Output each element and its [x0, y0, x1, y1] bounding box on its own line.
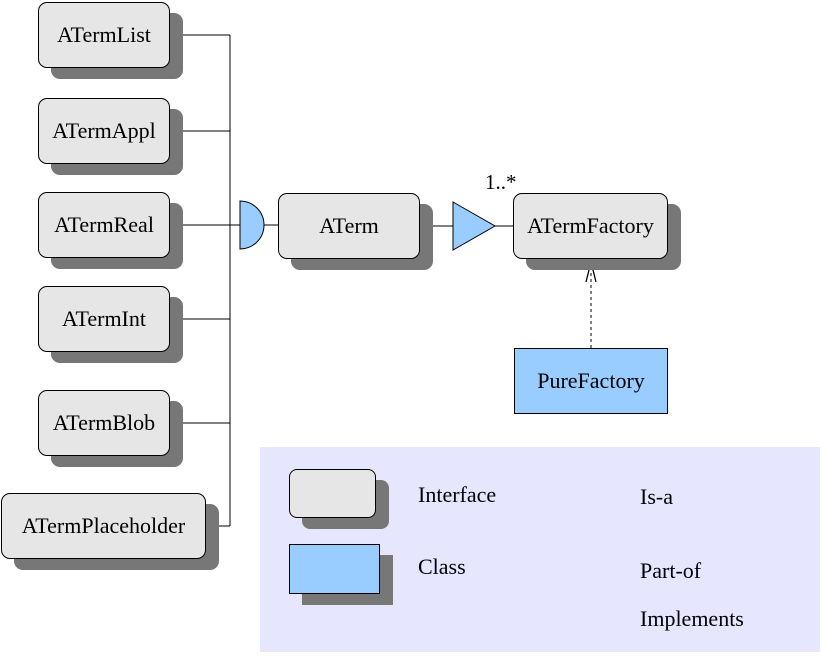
aterm-blob-label: ATermBlob [52, 410, 156, 435]
aterm-placeholder-label: ATermPlaceholder [21, 513, 186, 538]
interface-aterm-real: ATermReal [38, 192, 170, 258]
is-a-bus-lines [170, 34, 278, 527]
implements-arrowhead [585, 261, 597, 283]
pure-factory-label: PureFactory [537, 368, 645, 393]
legend-is-a-label: Is-a [640, 484, 673, 509]
legend-class-label: Class [418, 554, 466, 579]
aterm-label: ATerm [319, 213, 379, 238]
part-of-symbol [452, 201, 497, 251]
is-a-symbol [239, 200, 265, 250]
legend-class-swatch [289, 544, 380, 594]
interface-aterm-list: ATermList [38, 2, 170, 68]
legend-implements-label: Implements [640, 606, 744, 631]
interface-aterm-blob: ATermBlob [38, 390, 170, 456]
aterm-int-label: ATermInt [62, 306, 146, 331]
multiplicity-label: 1..* [485, 170, 517, 194]
interface-aterm-int: ATermInt [38, 286, 170, 352]
legend-interface-label: Interface [418, 482, 497, 507]
interface-aterm-placeholder: ATermPlaceholder [1, 493, 206, 559]
legend-part-of-label: Part-of [640, 558, 702, 583]
aterm-real-label: ATermReal [54, 212, 154, 237]
class-pure-factory: PureFactory [514, 348, 668, 414]
interface-aterm-factory: ATermFactory [513, 193, 668, 259]
aterm-factory-label: ATermFactory [527, 213, 654, 238]
aterm-appl-label: ATermAppl [52, 118, 156, 143]
aterm-list-label: ATermList [57, 22, 151, 47]
interface-aterm: ATerm [278, 193, 420, 259]
interface-aterm-appl: ATermAppl [38, 98, 170, 164]
legend-interface-swatch [289, 469, 376, 518]
